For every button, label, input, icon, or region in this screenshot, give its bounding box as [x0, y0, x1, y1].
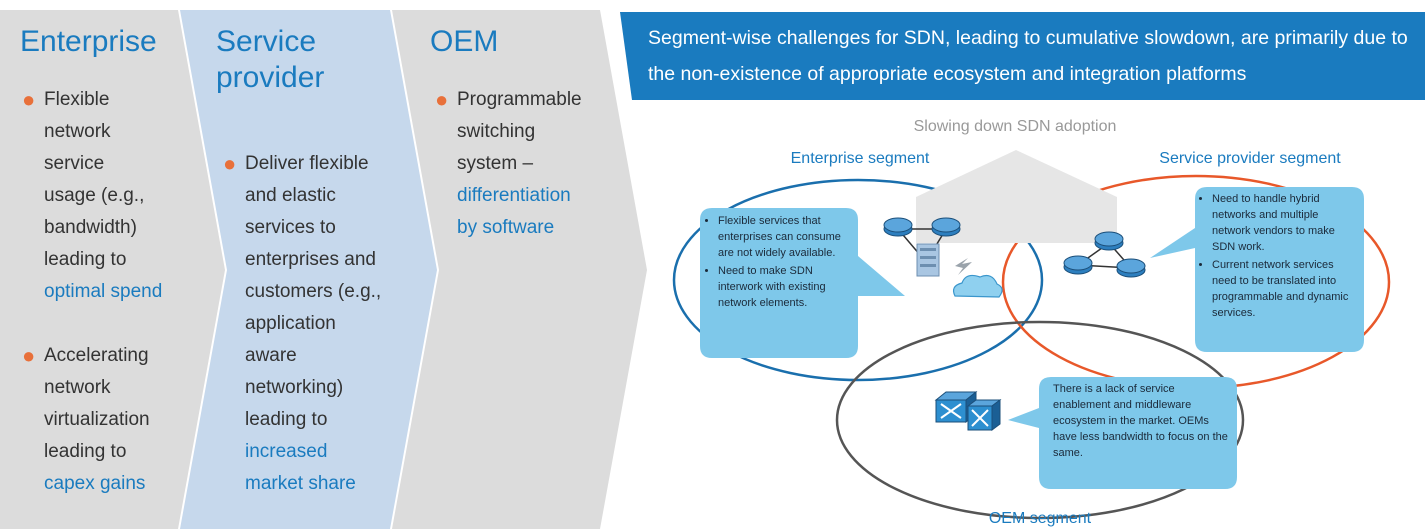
banner-text: Segment-wise challenges for SDN, leading…: [648, 27, 1408, 85]
switch-icon: [966, 399, 1002, 431]
bullet-highlight: market share: [245, 473, 356, 494]
oem-chevron: [392, 10, 647, 529]
enterprise-segment-label: Enterprise segment: [790, 150, 930, 167]
bullet-line: application: [245, 313, 336, 334]
callout-bullet: Current network services need to be tran…: [1212, 257, 1358, 321]
enterprise-callout: [700, 208, 905, 358]
router-icon: [1094, 231, 1124, 251]
enterprise-title: Enterprise: [20, 25, 157, 58]
bullet-line: Programmable: [457, 89, 582, 110]
center-label: Slowing down SDN adoption: [913, 118, 1117, 135]
bullet-line: bandwidth): [44, 217, 137, 238]
bullet-line: virtualization: [44, 409, 150, 430]
bullet-line: services to: [245, 217, 336, 238]
bullet-line: switching: [457, 121, 536, 142]
enterprise-callout-text: Flexible services that enterprises can c…: [706, 213, 854, 313]
bullet-line: networking): [245, 377, 344, 398]
service-provider-bullet-1: ● Deliver flexible and elastic services …: [223, 148, 425, 500]
oem-bullet-1: ● Programmable switching system – differ…: [435, 84, 617, 244]
bullet-dot-icon: ●: [22, 343, 36, 368]
lightning-icon: [955, 258, 972, 275]
bullet-line: network: [44, 377, 111, 398]
service-provider-title: Service provider: [216, 24, 324, 96]
bullet-line: system –: [457, 153, 534, 174]
oem-title: OEM: [430, 25, 499, 58]
bullet-highlight: optimal spend: [44, 281, 163, 302]
callout-bullet: Need to handle hybrid networks and multi…: [1212, 191, 1358, 255]
bullet-highlight: by software: [457, 217, 555, 238]
service-provider-chevron: [180, 10, 437, 529]
callout-bullet: Need to make SDN interwork with existing…: [718, 263, 854, 311]
cloud-icon: [952, 274, 1003, 298]
bullet-line: leading to: [245, 409, 328, 430]
bullet-highlight: increased: [245, 441, 328, 462]
bullet-dot-icon: ●: [22, 87, 36, 112]
bullet-highlight: differentiation: [457, 185, 571, 206]
banner-background: [620, 12, 1425, 100]
enterprise-bullet-1: ● Flexible network service usage (e.g., …: [22, 84, 204, 308]
bullet-line: usage (e.g.,: [44, 185, 145, 206]
oem-callout: [1008, 377, 1237, 489]
bullet-line: enterprises and: [245, 249, 376, 270]
slowdown-pentagon: [916, 150, 1117, 243]
callout-bullet: Flexible services that enterprises can c…: [718, 213, 854, 261]
service-provider-callout-text: Need to handle hybrid networks and multi…: [1200, 191, 1358, 323]
oem-segment-ring: [835, 320, 1245, 520]
bullet-highlight: capex gains: [44, 473, 146, 494]
bullet-dot-icon: ●: [435, 87, 449, 112]
server-icon: [916, 243, 940, 277]
bullet-line: aware: [245, 345, 297, 366]
title-line: Service: [216, 25, 317, 58]
chevron-panels: [0, 10, 647, 529]
router-icon: [883, 217, 913, 237]
bullet-line: leading to: [44, 249, 127, 270]
service-provider-segment-label: Service provider segment: [1159, 150, 1341, 167]
oem-segment-label: OEM segment: [988, 510, 1092, 527]
bullet-line: and elastic: [245, 185, 336, 206]
enterprise-segment-ring: [672, 178, 1044, 382]
title-line: provider: [216, 61, 325, 94]
enterprise-bullet-2: ● Accelerating network virtualization le…: [22, 340, 204, 500]
bullet-line: service: [44, 153, 105, 174]
oem-callout-text: There is a lack of service enablement an…: [1053, 383, 1228, 459]
router-icon: [1116, 258, 1146, 278]
bullet-line: Accelerating: [44, 345, 149, 366]
bullet-line: customers (e.g.,: [245, 281, 382, 302]
bullet-line: Flexible: [44, 89, 110, 110]
bullet-line: leading to: [44, 441, 127, 462]
enterprise-chevron: [0, 10, 225, 529]
router-icon: [1063, 255, 1093, 275]
bullet-dot-icon: ●: [223, 151, 237, 176]
bullet-line: network: [44, 121, 111, 142]
service-provider-callout: [1150, 187, 1364, 352]
bullet-line: Deliver flexible: [245, 153, 369, 174]
router-icon: [931, 217, 961, 237]
